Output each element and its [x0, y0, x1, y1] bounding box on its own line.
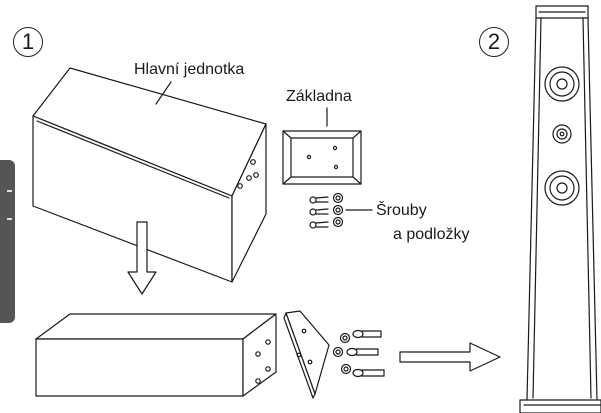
- main-unit-label: Hlavní jednotka: [134, 61, 245, 78]
- base-label: Základna: [286, 88, 352, 105]
- screws-washers-bottom: [332, 329, 385, 378]
- step-1-badge: 1: [13, 27, 43, 57]
- base-plate-side: [283, 310, 330, 399]
- tweeter: [552, 124, 572, 144]
- side-tab[interactable]: [0, 160, 15, 323]
- down-arrow-icon: [127, 221, 157, 295]
- tab-mark: [7, 218, 12, 220]
- screws-label: Šrouby: [376, 202, 427, 219]
- tab-mark: [7, 190, 12, 192]
- woofer-top: [544, 66, 580, 102]
- screws-washers-top: [309, 192, 344, 229]
- main-unit-leader: [155, 81, 172, 105]
- main-unit-box-bottom: [35, 313, 277, 397]
- tower-speaker: [519, 5, 601, 413]
- washers-label: a podložky: [393, 226, 470, 243]
- main-unit-box: [32, 67, 267, 283]
- base-plate: [282, 130, 362, 185]
- right-arrow-icon: [399, 342, 501, 372]
- woofer-bottom: [544, 170, 580, 206]
- step-2-badge: 2: [479, 27, 509, 57]
